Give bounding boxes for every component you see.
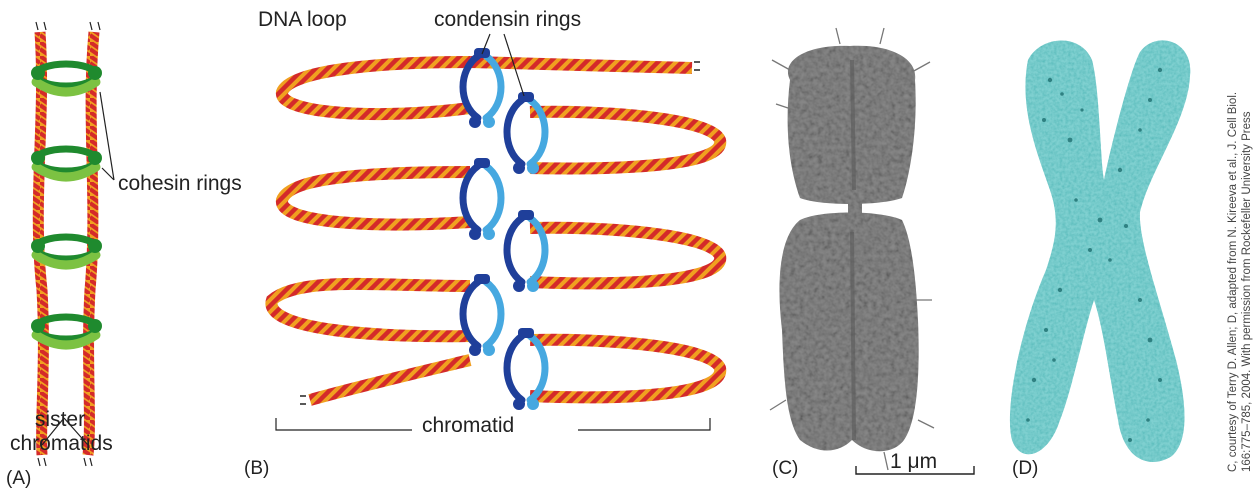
dna-loop-1-left: [276, 56, 471, 121]
cohesin-ring-3: [31, 233, 102, 270]
chromatid-bracket: [275, 418, 711, 431]
sister-chromatid-left: [32, 31, 49, 456]
panel-c-chromosome-micrograph: [769, 27, 975, 475]
sister-leader-lines: [41, 417, 89, 446]
sister-label-line2: chromatids: [10, 432, 113, 455]
condensin-ring-6: [503, 328, 549, 410]
sister-chromatid-right: [82, 31, 100, 456]
chromatid-label: chromatid: [422, 414, 515, 437]
panel-d-chromosome-stain: [1009, 40, 1191, 462]
image-credit: C, courtesy of Terry D. Allen; D, adapte…: [1226, 32, 1254, 472]
dna-loop-2-left: [276, 166, 471, 231]
panel-a-diagram: [31, 21, 115, 467]
cohesin-rings-label: cohesin rings: [118, 172, 242, 195]
chromosome-gray-lower: [779, 212, 919, 452]
chromosome-cyan: [1009, 40, 1191, 462]
cohesin-ring-4: [31, 313, 102, 350]
scale-bar: [855, 466, 975, 475]
panel-b-label: (B): [244, 458, 270, 479]
dna-strand-top: [469, 56, 693, 74]
condensin-ring-4: [503, 210, 549, 292]
dna-strand-bottom: [308, 354, 472, 406]
credit-line-2: 166:775–785, 2004. With permission from …: [1241, 111, 1253, 473]
panel-d-label: (D): [1012, 458, 1039, 479]
panel-a-label: (A): [6, 468, 32, 489]
cohesin-ring-2: [31, 145, 102, 182]
scale-bar-label: 1 μm: [890, 450, 938, 473]
condensin-leader-lines: [481, 33, 525, 97]
condensin-ring-2: [503, 92, 549, 174]
condensin-ring-5: [459, 274, 505, 356]
dna-loop-3-left: [265, 277, 471, 343]
panel-c-label: (C): [772, 458, 799, 479]
condensin-ring-3: [459, 158, 505, 240]
condensin-ring-1: [459, 48, 505, 128]
dna-loop-2-right: [529, 221, 727, 290]
condensin-rings-label: condensin rings: [434, 8, 582, 31]
sister-label-line1: sister: [34, 408, 86, 431]
dna-loop-3-right: [529, 333, 727, 404]
cohesin-ring-1: [31, 60, 102, 97]
panel-b-diagram: [265, 33, 727, 431]
credit-line-1: C, courtesy of Terry D. Allen; D, adapte…: [1227, 91, 1239, 472]
dna-loop-label: DNA loop: [258, 8, 347, 31]
dna-loop-1-right: [529, 105, 727, 175]
cohesin-leader-lines: [99, 91, 115, 181]
